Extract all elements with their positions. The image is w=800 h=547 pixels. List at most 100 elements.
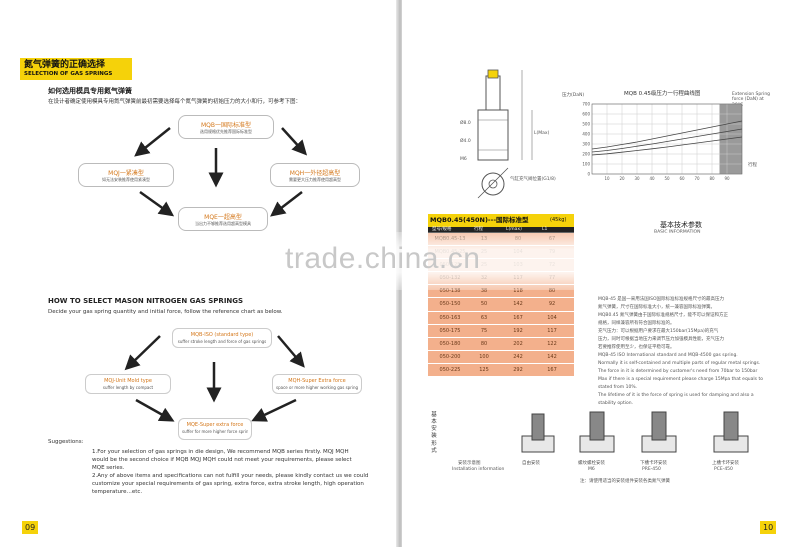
suggestion-2c: temperature...etc. [92,489,143,495]
table-cell: 100 [479,353,489,360]
install-footnote: 注：请使用适当的安装组件安装各类氮气弹簧 [580,479,670,484]
cn-box-mqh-title: MQH一外径超高型 [289,170,341,177]
chart-frame [591,103,743,175]
cn-box-mqh-sub: 需要更大压力推荐使用超高型 [289,177,341,182]
en-box-mqb: MQB-ISO (standard type) suffer stroke le… [172,328,272,348]
title-en: SELECTION OF GAS SPRINGS [24,71,113,77]
params-line: 若要推荐使用至少，也保证平稳可靠。 [598,345,675,350]
en-box-mqb-title: MQB-ISO (standard type) [190,332,254,338]
table-cell: 050-175 [439,327,461,334]
params-line: 氮气弹簧，尺寸在国际标准大小，统一兼容国际标准弹簧。 [598,305,715,310]
chart-series-line [591,120,743,150]
chart-ytick-label: 300 [582,142,590,147]
cn-box-mqj: MQJ一紧凑型 如无法安装推荐使用紧凑型 [78,163,174,187]
dim-label-2: M6 [460,157,467,162]
cn-box-mqb: MQB一国际标准型 选用规格优先推荐国际标准型 [178,115,274,139]
table-cell: 38 [480,288,488,295]
table-cell: 80 [480,340,488,347]
params-line: 规格，同样兼容所有符合国际标准的。 [598,321,675,326]
chart-ytick-label: 200 [582,152,590,157]
en-box-mqe-title: MQE-Super extra force [186,422,244,428]
table-cell: 050-180 [439,340,461,347]
table-cell: 050-163 [439,314,461,321]
table-cell: 122 [547,340,557,347]
table-header-0: 型号/规格 [432,226,452,232]
chart-xtick-label: 60 [679,176,685,181]
table-cell: 050-200 [439,353,461,360]
en-box-mqj-title: MQJ-Unit Mold type [104,378,152,384]
table-title: MQB0.45(450N)---国际标准型 [430,216,529,224]
section2-heading: HOW TO SELECT MASON NITROGEN GAS SPRINGS [48,297,244,305]
chart-xtick-label: 20 [619,176,625,181]
chart-ylabel: 压力(DaN) [562,93,585,98]
en-box-mqj-sub: suffer length by compact [102,385,154,390]
section2-intro: Decide your gas spring quantity and init… [48,309,283,315]
table-cell: 167 [513,314,523,321]
params-line: stated from 10%. [598,385,638,390]
chart-xtick-label: 50 [664,176,670,181]
en-box-mqe-sub: suffer for more higher force springs [182,429,248,434]
install-type-0-en: Installation information [452,467,505,472]
cn-box-mqj-title: MQJ一紧凑型 [108,170,144,177]
chart-shaded-zone [719,104,742,174]
section1-intro: 在设计者确定使用模具专用氮气弹簧前最初需要选择每个氮气弹簧的初始压力的大小和行，… [48,99,302,105]
chart-xtick-label: 30 [634,176,640,181]
en-box-mqb-sub: suffer stroke length and force of gas sp… [177,339,267,344]
chart-xtick-label: 90 [724,176,730,181]
table-cell: 142 [513,301,523,308]
chart-xtick-label: 70 [694,176,700,181]
install-type-3-cn: 下槽卡环安装 [640,461,667,466]
section1-heading: 如何选用模具专用氮气弹簧 [48,87,132,95]
table-header-3: L1 [542,226,548,232]
en-box-mqh-title: MQH-Super Extra force [288,378,346,384]
table-cell: 192 [513,327,523,334]
chart-ytick-label: 0 [587,172,590,177]
cn-box-mqb-sub: 选用规格优先推荐国际标准型 [200,129,252,134]
en-box-mqe: MQE-Super extra force suffer for more hi… [178,418,252,440]
chart-xlabel: 行程 [748,163,757,168]
cn-arrows [124,127,308,422]
dim-label-3: L(Max) [534,131,550,136]
table-cell: 292 [513,366,523,373]
page-number-right: 10 [760,521,777,534]
params-line: Normally it is self-contained and multip… [598,361,761,366]
dim-label-1: Ø4.0 [460,139,471,144]
params-line: MQB-45 ISO International standard and MQ… [598,353,738,358]
title-banner [20,58,132,80]
en-box-mqh: MQH-Super Extra force space or more high… [272,374,362,394]
title-cn: 氮气弹簧的正确选择 [24,60,106,70]
suggestion-2: 2.Any of above items and specifications … [92,473,369,479]
table-cell: 63 [480,314,488,321]
table-cell: 142 [547,353,557,360]
suggestion-1: 1.For your selection of gas springs in d… [92,449,349,455]
table-cell: 167 [547,366,557,373]
watermark-text: trade.china.cn [285,242,481,275]
params-line: The force in it is determined by custome… [598,369,758,374]
chart-series-line [591,128,743,153]
params-text: MQB-45 是国一采用法国ISO国际标准标准规格尺寸的最高压力氮气弹簧，尺寸在… [598,297,794,410]
install-type-1-cn: 自由安装 [522,461,540,466]
chart-xtick-label: 10 [604,176,610,181]
suggestion-1c: MQE series. [92,465,125,471]
suggestion-2b: customize your special requirements of g… [92,481,364,487]
table-cell: 125 [479,366,489,373]
table-cell: 50 [480,301,488,308]
table-cell: 92 [548,301,556,308]
install-type-4-en: PCE-450 [714,467,733,472]
chart-series-line [591,136,743,156]
en-box-mqh-sub: space or more higher working gas springs [276,385,358,390]
cn-box-mqe-title: MQE一超高型 [204,214,242,221]
chart-xtick-label: 80 [709,176,715,181]
en-box-mqj: MQJ-Unit Mold type suffer length by comp… [85,374,171,394]
params-line: 充气压力：可以根据用户要求在最大150bar(15Mpa)的充气 [598,329,719,334]
table-cell: 118 [513,288,523,295]
suggestions-label: Suggestions: [48,439,84,445]
table-header-1: 行程 [474,226,483,232]
install-diagrams [521,411,749,453]
